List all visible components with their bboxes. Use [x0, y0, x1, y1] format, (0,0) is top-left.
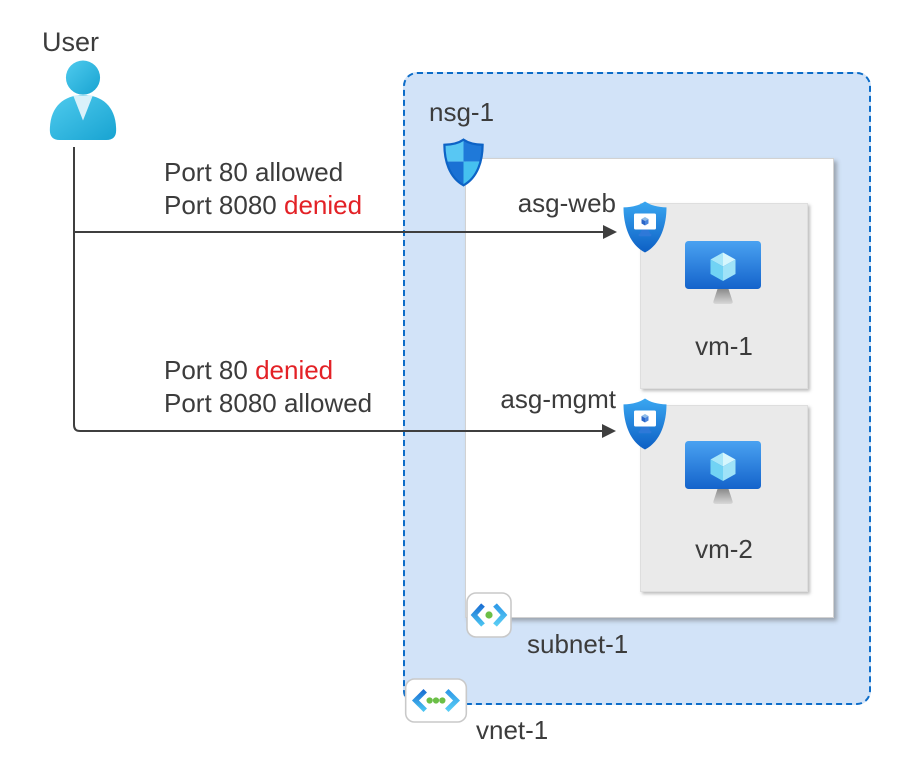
flow-text: Port 8080 [164, 190, 284, 220]
nsg-shield-icon [443, 138, 484, 192]
nsg-label: nsg-1 [429, 97, 495, 127]
user-icon [44, 58, 122, 149]
asg-shield-icon-mgmt [622, 397, 668, 456]
flow-text-denied: denied [255, 355, 334, 385]
flow-label-mgmt: Port 80 denied Port 8080 allowed [164, 354, 372, 420]
flow-web-line1: Port 80 allowed [164, 156, 362, 189]
subnet-icon [466, 592, 512, 643]
vm2-label: vm-2 [695, 534, 753, 564]
flow-text-denied: denied [283, 190, 363, 220]
subnet-label: subnet-1 [527, 629, 629, 659]
flow-mgmt-line2: Port 8080 allowed [164, 387, 372, 420]
flow-text: Port 80 allowed [164, 157, 344, 187]
vnet-label: vnet-1 [476, 715, 549, 745]
asg-shield-icon-web [622, 200, 668, 259]
flow-text: Port 80 [164, 355, 256, 385]
flow-label-web: Port 80 allowed Port 8080 denied [164, 156, 362, 222]
asg-web-label: asg-web [517, 188, 616, 218]
flow-text: Port 8080 allowed [164, 388, 373, 418]
asg-mgmt-label: asg-mgmt [500, 384, 616, 414]
vm-icon-1 [684, 240, 762, 317]
user-label: User [42, 27, 100, 57]
flow-mgmt-line1: Port 80 denied [164, 354, 372, 387]
vm1-label: vm-1 [695, 331, 753, 361]
vm-icon-2 [684, 440, 762, 517]
vnet-icon [404, 678, 468, 728]
flow-web-line2: Port 8080 denied [164, 189, 362, 222]
